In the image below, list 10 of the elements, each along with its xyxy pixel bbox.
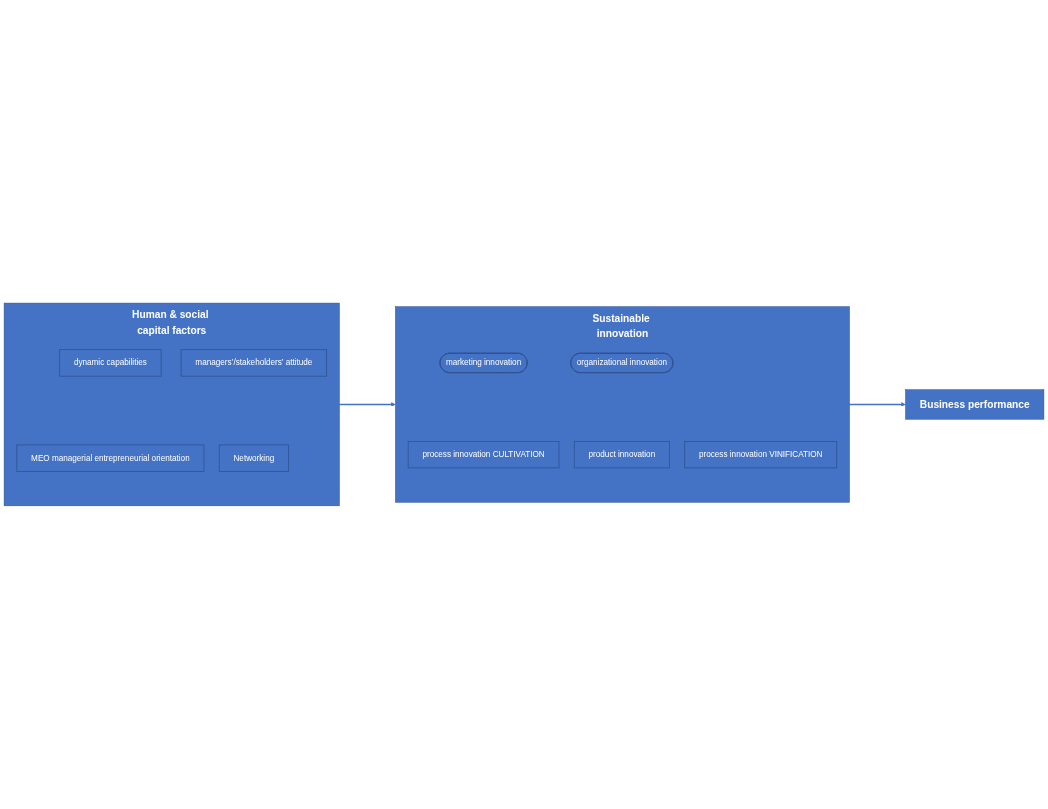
node-box: managers’/stakeholders’ attitude bbox=[180, 349, 328, 377]
node-box: process innovation CULTIVATION bbox=[407, 441, 560, 469]
arrow bbox=[848, 402, 906, 407]
node-box: product innovation bbox=[573, 441, 670, 469]
arrow bbox=[338, 402, 396, 407]
node-box: dynamic capabilities bbox=[59, 349, 162, 377]
node-box: process innovation VINIFICATION bbox=[684, 441, 838, 469]
node-box: Networking bbox=[218, 444, 289, 472]
node-box: Business performance bbox=[905, 389, 1045, 420]
node-box: MEO managerial entrepreneurial orientation bbox=[16, 444, 205, 472]
